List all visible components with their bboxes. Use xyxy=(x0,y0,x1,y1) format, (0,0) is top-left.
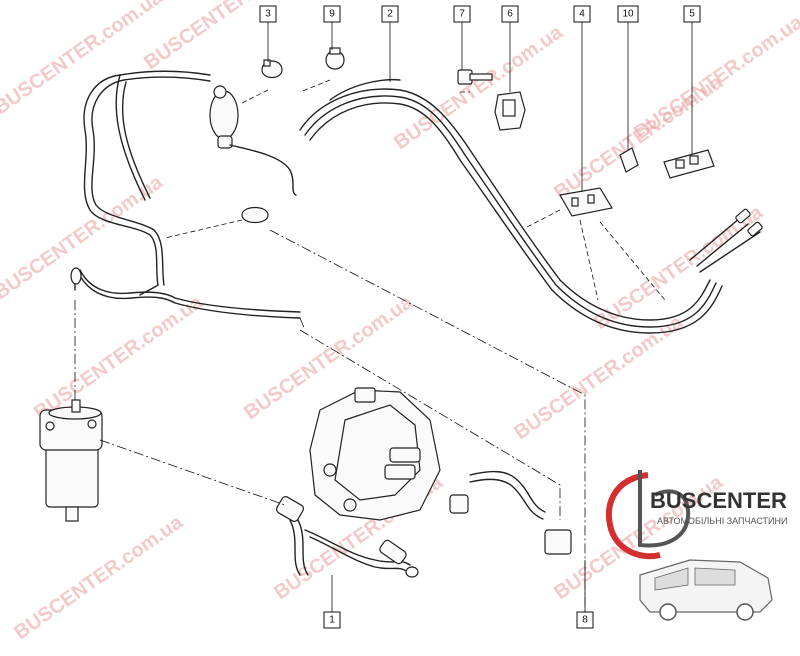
assembly-arrows xyxy=(74,79,666,612)
watermark-text: BUSCENTER.com.ua xyxy=(0,171,167,304)
left-fuel-hose-loop xyxy=(83,70,211,286)
logo-brand: BUSCENTER xyxy=(650,488,787,513)
callout-leaders xyxy=(267,22,693,612)
logo-mark xyxy=(606,472,661,560)
fuel-filter xyxy=(39,267,103,522)
buscenter-logo: BUSCENTER АВТОМОБІЛЬНІ ЗАПЧАСТИНИ xyxy=(606,470,787,621)
lower-pipes xyxy=(79,269,301,319)
callout-10: 10 xyxy=(617,5,639,23)
svg-text:7: 7 xyxy=(459,9,465,20)
callout-9: 9 xyxy=(323,5,341,23)
clip-3 xyxy=(261,59,283,79)
svg-text:2: 2 xyxy=(387,9,393,20)
watermark-text: BUSCENTER.com.ua xyxy=(510,311,687,444)
callout-3: 3 xyxy=(259,5,277,23)
watermark-text: BUSCENTER.com.ua xyxy=(390,21,567,154)
pipe-end-fittings xyxy=(689,208,763,273)
callout-2: 2 xyxy=(381,5,399,23)
callout-8: 8 xyxy=(576,611,594,629)
logo-mark-b xyxy=(638,470,691,548)
svg-text:9: 9 xyxy=(329,9,335,20)
clip-5 xyxy=(663,149,715,179)
clip-9 xyxy=(325,47,345,70)
clip-10 xyxy=(619,147,639,173)
supply-hose xyxy=(275,496,419,578)
bolt-7 xyxy=(457,69,493,85)
return-hose xyxy=(449,470,572,555)
upper-main-pipes xyxy=(299,78,723,334)
svg-text:3: 3 xyxy=(265,9,271,20)
primer-bulb xyxy=(209,85,297,196)
callout-1: 1 xyxy=(323,611,341,629)
watermark-text: BUSCENTER.com.ua xyxy=(630,11,800,144)
logo-tagline: АВТОМОБІЛЬНІ ЗАПЧАСТИНИ xyxy=(657,516,787,526)
svg-text:10: 10 xyxy=(622,9,634,20)
minibus-icon xyxy=(639,559,773,621)
callout-7: 7 xyxy=(453,5,471,23)
clip-bracket-4 xyxy=(559,187,613,217)
callout-6: 6 xyxy=(501,5,519,23)
svg-text:8: 8 xyxy=(582,615,588,626)
watermark-text: BUSCENTER.com.ua xyxy=(140,0,317,74)
watermark-text: BUSCENTER.com.ua xyxy=(10,511,187,644)
callout-5: 5 xyxy=(683,5,701,23)
svg-text:1: 1 xyxy=(329,615,335,626)
callout-4: 4 xyxy=(573,5,591,23)
svg-text:6: 6 xyxy=(507,9,513,20)
clip-8 xyxy=(241,206,269,224)
injection-pump xyxy=(309,387,441,521)
bracket-6 xyxy=(494,91,526,131)
svg-text:5: 5 xyxy=(689,9,695,20)
svg-text:4: 4 xyxy=(579,9,585,20)
watermark-text: BUSCENTER.com.ua xyxy=(30,291,207,424)
